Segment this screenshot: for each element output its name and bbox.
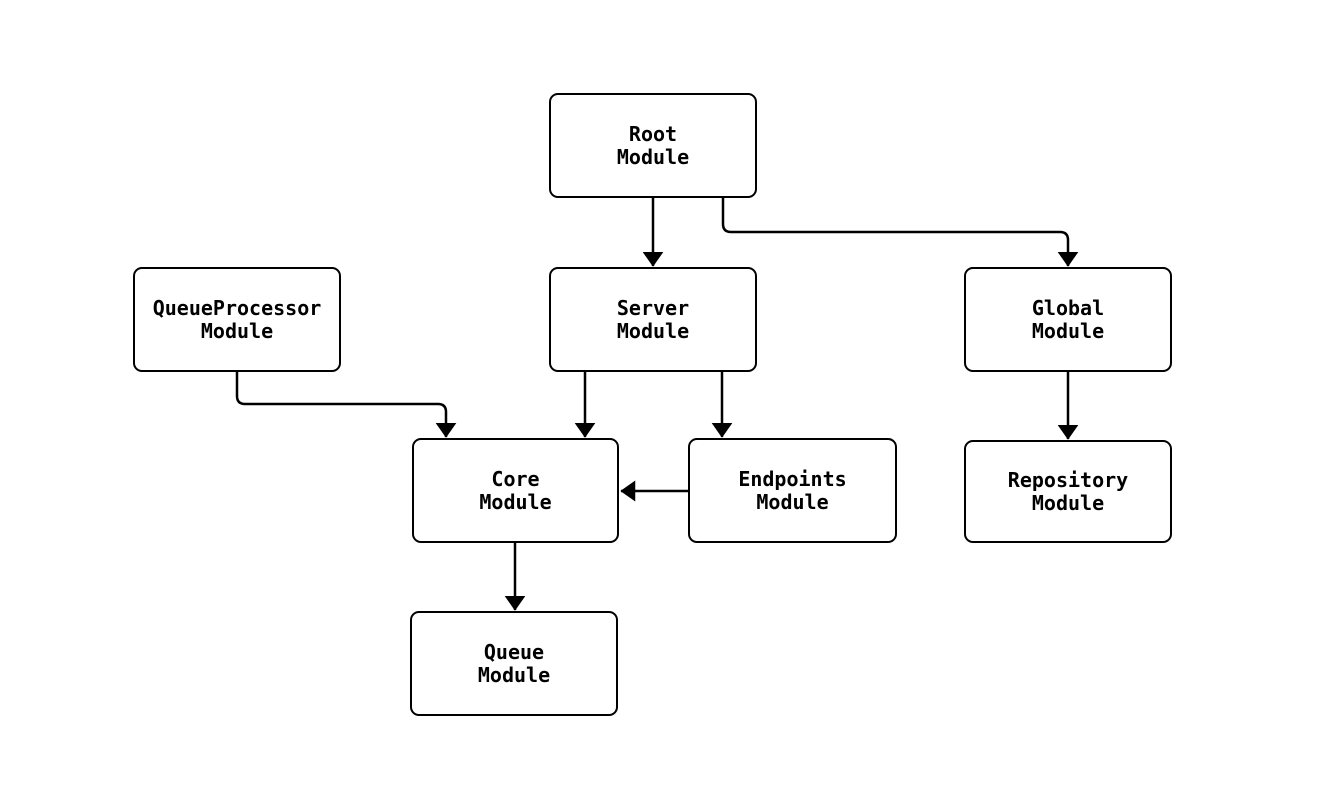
node-repository-module: Repository Module bbox=[964, 440, 1172, 543]
node-label: Queue Module bbox=[477, 639, 551, 687]
node-label: Server Module bbox=[616, 295, 690, 343]
node-server-module: Server Module bbox=[549, 267, 757, 372]
node-core-module: Core Module bbox=[412, 438, 619, 543]
node-queue-module: Queue Module bbox=[410, 611, 618, 716]
node-global-module: Global Module bbox=[964, 267, 1172, 372]
node-label: Core Module bbox=[479, 466, 552, 514]
node-label: Endpoints Module bbox=[738, 466, 847, 514]
node-root-module: Root Module bbox=[549, 93, 757, 198]
node-endpoints-module: Endpoints Module bbox=[688, 438, 897, 543]
node-queueprocessor-module: QueueProcessor Module bbox=[133, 267, 341, 372]
edges-group bbox=[235, 198, 1079, 611]
node-label: QueueProcessor Module bbox=[152, 295, 322, 343]
edge-queueprocessor-to-core bbox=[235, 372, 457, 438]
node-label: Repository Module bbox=[1007, 467, 1129, 515]
node-label: Global Module bbox=[1031, 295, 1105, 343]
edge-root-to-global bbox=[721, 198, 1079, 267]
node-label: Root Module bbox=[616, 121, 690, 169]
